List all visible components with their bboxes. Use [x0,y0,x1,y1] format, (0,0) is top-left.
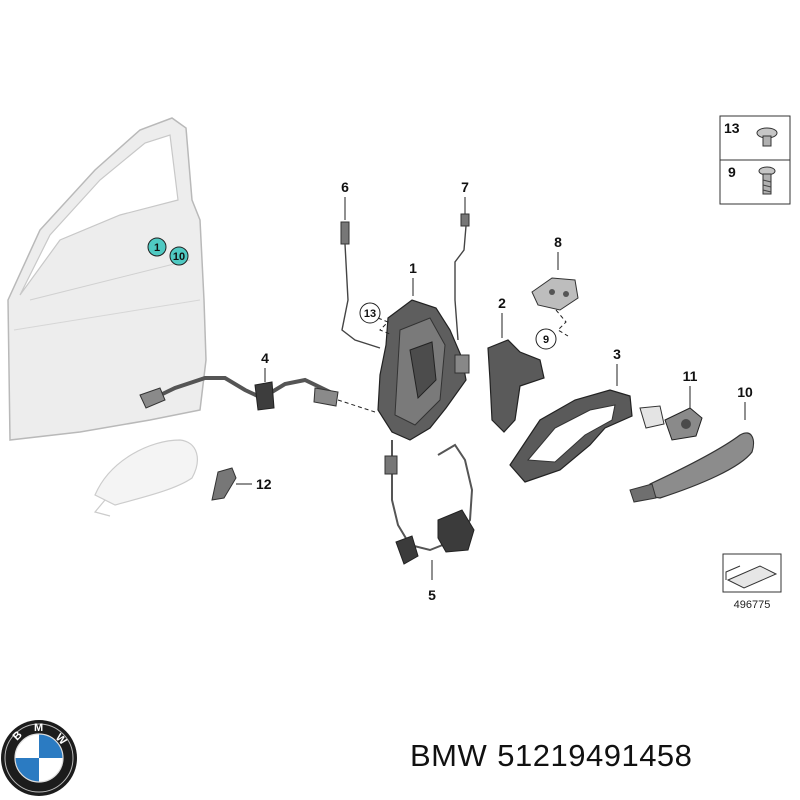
legend-9-label: 9 [728,164,736,180]
svg-text:M: M [34,722,43,734]
cable-part-4: 4 [139,350,376,413]
rod-part-6: 6 [340,179,381,349]
callout-4: 4 [261,350,269,366]
bolt-9-icon [758,166,776,195]
door-callout-1: 1 [147,237,167,257]
striker-part-8: 8 [531,234,579,337]
callout-7: 7 [461,179,469,195]
cable-part-5: 5 [384,440,475,603]
clip-part-12: 12 [211,467,272,501]
part-number: 51219491458 [497,738,693,773]
svg-text:9: 9 [543,334,549,346]
callout-1: 1 [409,260,417,276]
door-lock-part-1: 1 [377,260,470,441]
callout-3: 3 [613,346,621,362]
torx-screw-13-icon [756,127,778,147]
callout-12: 12 [256,476,272,492]
lock-cylinder-part-11: 11 [639,368,703,441]
screw-legend-box: 13 9 [719,115,791,205]
svg-text:10: 10 [173,251,185,263]
screw-13-reference: 13 [359,302,391,335]
svg-text:1: 1 [154,242,160,254]
rod-part-7: 7 [454,179,470,341]
bmw-logo: B M W [1,720,77,796]
brand-name: BMW [410,738,488,773]
screw-9-reference: 9 [535,328,557,350]
reference-code: 496775 [734,599,771,611]
diagram-reference-box: 496775 [722,553,782,611]
handle-carrier-part-3: 3 [509,346,633,483]
callout-6: 6 [341,179,349,195]
footer-caption: BMW 51219491458 [410,738,702,774]
bracket-part-2: 2 [487,295,545,433]
legend-13-label: 13 [724,120,740,136]
outer-handle-part-10: 10 [629,384,755,503]
callout-11: 11 [683,368,698,384]
callout-10: 10 [737,384,753,400]
callout-8: 8 [554,234,562,250]
ghost-door-handle [93,439,198,517]
svg-text:13: 13 [364,308,376,320]
callout-2: 2 [498,295,506,311]
car-door-outline [7,117,207,441]
callout-5: 5 [428,587,436,603]
door-callout-10: 10 [169,246,189,266]
